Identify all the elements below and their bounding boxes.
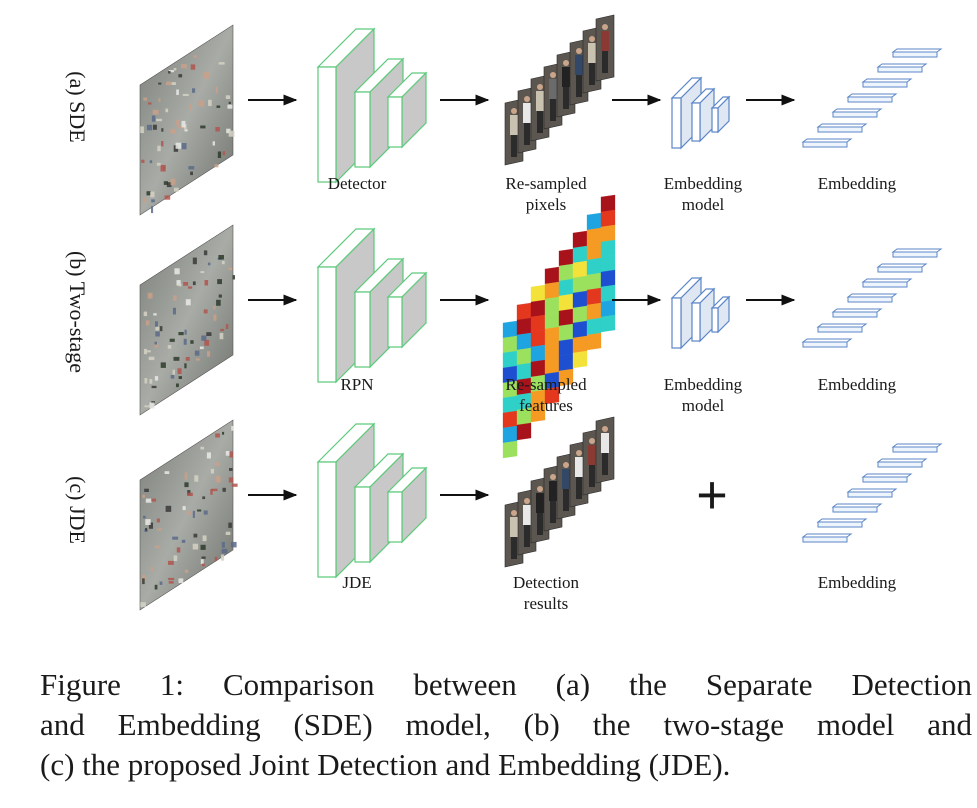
figure-canvas xyxy=(139,14,943,611)
detector-network xyxy=(316,27,428,184)
detection-crops xyxy=(504,416,615,568)
label-detection-results-line2: results xyxy=(523,594,569,613)
label-embedding-model-a: Embedding model xyxy=(638,173,768,215)
label-rpn: RPN xyxy=(340,375,374,394)
detector-network xyxy=(316,422,428,579)
label-detection-results-line1: Detection xyxy=(512,573,580,592)
label-jde-network: JDE xyxy=(342,573,372,592)
label-embedding-model-a-line2: model xyxy=(681,195,725,214)
detector-network xyxy=(316,227,428,384)
figure-caption: Figure 1: Comparison between (a) the Sep… xyxy=(40,665,972,785)
input-image xyxy=(139,419,238,611)
label-detector: Detector xyxy=(327,174,387,193)
label-resampled-pixels-line2: pixels xyxy=(525,195,567,214)
row-label-sde: (a) SDE xyxy=(65,71,90,143)
resampled-pixel-crops xyxy=(504,14,615,166)
row-label-jde: (c) JDE xyxy=(65,476,90,544)
label-resampled-features: Re-sampled features xyxy=(481,374,611,416)
input-image xyxy=(139,224,235,416)
caption-line-2: and Embedding (SDE) model, (b) the two-s… xyxy=(40,707,972,742)
embedding-model xyxy=(670,76,731,150)
label-embedding-c: Embedding xyxy=(817,573,897,592)
label-embedding-model-b-line2: model xyxy=(681,396,725,415)
embedding-model xyxy=(670,276,731,350)
rows-layer xyxy=(139,14,943,611)
comparison-figure: (a) SDE Detector Re-sampled pixels Embed… xyxy=(65,14,943,614)
label-detection-results: Detection results xyxy=(481,572,611,614)
caption-line-1: Figure 1: Comparison between (a) the Sep… xyxy=(40,667,972,702)
embedding-vectors xyxy=(801,443,943,543)
plus-symbol: + xyxy=(696,465,728,525)
embedding-vectors xyxy=(801,248,943,348)
feature-heatmap xyxy=(502,194,616,459)
row-label-two-stage: (b) Two-stage xyxy=(65,250,90,374)
label-embedding-model-b: Embedding model xyxy=(638,374,768,416)
caption-line-3: (c) the proposed Joint Detection and Emb… xyxy=(40,747,731,782)
label-resampled-pixels-line1: Re-sampled xyxy=(505,174,587,193)
label-resampled-features-line2: features xyxy=(519,396,573,415)
embedding-vectors xyxy=(801,48,943,148)
label-embedding-a: Embedding xyxy=(817,174,897,193)
label-embedding-model-b-line1: Embedding xyxy=(663,375,743,394)
label-embedding-model-a-line1: Embedding xyxy=(663,174,743,193)
label-resampled-features-line1: Re-sampled xyxy=(505,375,587,394)
input-image xyxy=(139,24,235,216)
label-resampled-pixels: Re-sampled pixels xyxy=(481,173,611,215)
label-embedding-b: Embedding xyxy=(817,375,897,394)
